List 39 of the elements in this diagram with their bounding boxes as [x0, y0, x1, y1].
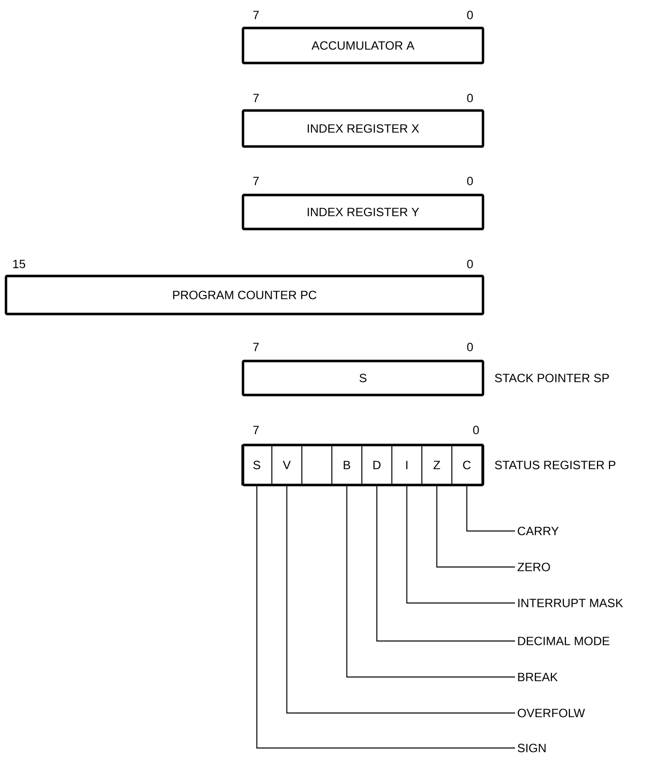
bit-number: 7 — [253, 426, 259, 434]
bit-cell: C — [451, 444, 482, 486]
status-register-box — [242, 444, 484, 486]
leader-line — [346, 484, 516, 678]
bit-number: 0 — [467, 176, 473, 186]
leader-line — [376, 484, 516, 642]
bit-cell: V — [271, 444, 302, 486]
flag-label: SIGN — [518, 744, 546, 752]
flag-label: BREAK — [518, 672, 558, 682]
flag-label: ZERO — [518, 562, 550, 572]
register-box: S — [242, 360, 484, 396]
bit-number: 0 — [467, 342, 473, 352]
flag-label: CARRY — [518, 526, 559, 536]
leader-line — [436, 484, 516, 568]
bit-number: 0 — [467, 260, 473, 268]
bit-cell: I — [391, 444, 422, 486]
register-box: INDEX REGISTER Y — [242, 194, 484, 230]
register-box: ACCUMULATOR A — [242, 26, 484, 64]
flag-label: INTERRUPT MASK — [518, 598, 624, 608]
flag-label: OVERFOLW — [518, 708, 585, 718]
register-label: STACK POINTER SP — [494, 374, 609, 382]
register-label: STATUS REGISTER P — [494, 460, 616, 470]
bit-cell: Z — [421, 444, 452, 486]
leader-line — [286, 484, 516, 714]
bit-cell: S — [241, 444, 272, 486]
bit-cell — [301, 444, 332, 486]
bit-number: 0 — [473, 426, 479, 434]
bit-number: 7 — [253, 176, 259, 186]
bit-cell: D — [361, 444, 392, 486]
register-box: INDEX REGISTER X — [242, 109, 484, 148]
leader-line — [466, 484, 516, 532]
bit-number: 7 — [253, 342, 259, 352]
bit-number: 7 — [253, 94, 259, 102]
leader-line — [256, 484, 516, 748]
bit-cell: B — [331, 444, 362, 486]
flag-label: DECIMAL MODE — [518, 636, 610, 646]
leader-line — [406, 484, 516, 604]
bit-number: 0 — [467, 94, 473, 102]
register-box: PROGRAM COUNTER PC — [4, 274, 484, 316]
